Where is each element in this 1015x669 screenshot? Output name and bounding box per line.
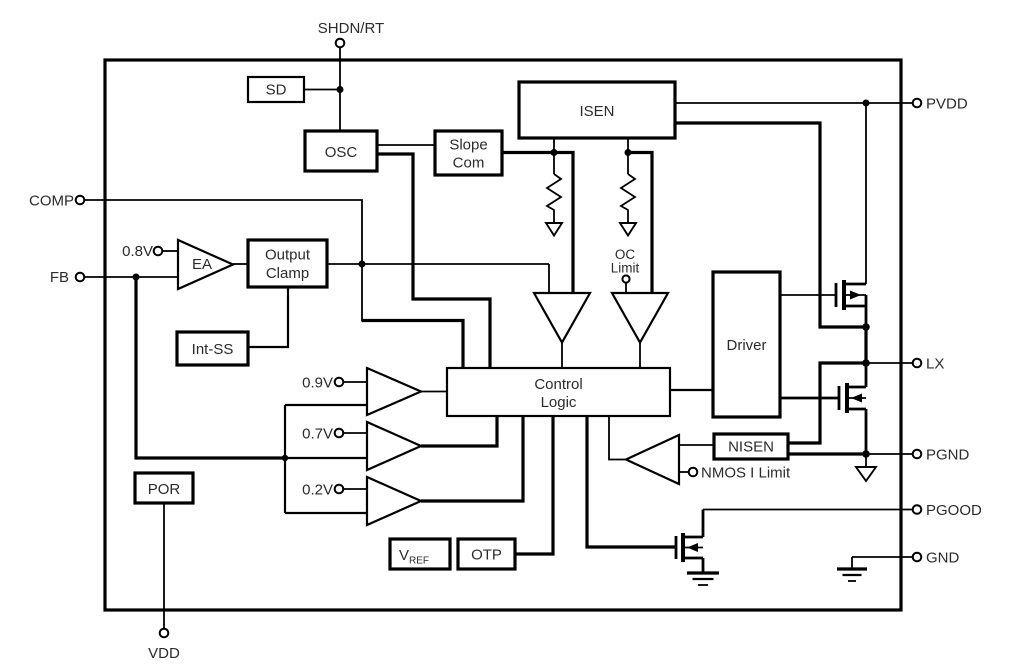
svg-text:0.8V: 0.8V bbox=[122, 243, 153, 260]
oc-limit-tap: OC Limit bbox=[611, 247, 640, 284]
pin-lx: LX bbox=[911, 356, 944, 373]
pgood-ground-icon bbox=[687, 571, 719, 586]
svg-text:OTP: OTP bbox=[471, 547, 502, 564]
svg-text:Clamp: Clamp bbox=[266, 265, 309, 282]
svg-text:Control: Control bbox=[534, 376, 582, 393]
svg-text:SHDN/RT: SHDN/RT bbox=[318, 20, 384, 37]
sense-resistor-right bbox=[618, 173, 638, 238]
svg-text:FB: FB bbox=[50, 269, 69, 286]
sense-resistor-left bbox=[544, 173, 564, 238]
svg-text:Limit: Limit bbox=[611, 261, 640, 276]
ea-label: EA bbox=[192, 256, 212, 273]
svg-text:Logic: Logic bbox=[541, 394, 577, 411]
svg-text:Com: Com bbox=[453, 155, 485, 172]
ref-0v8: 0.8V bbox=[122, 243, 164, 260]
ea-amplifier: EA bbox=[176, 238, 236, 291]
block-sd: SD bbox=[246, 75, 306, 104]
svg-text:COMP: COMP bbox=[29, 193, 74, 210]
ref-0v7: 0.7V bbox=[302, 426, 345, 443]
block-osc: OSC bbox=[303, 129, 379, 173]
svg-text:Output: Output bbox=[265, 247, 311, 264]
svg-text:Slope: Slope bbox=[449, 137, 487, 154]
pin-pgood: PGOOD bbox=[911, 502, 982, 519]
svg-text:Driver: Driver bbox=[727, 337, 767, 354]
ground-arrow-icon bbox=[618, 222, 638, 238]
highside-fet-icon bbox=[780, 280, 868, 327]
svg-text:PGOOD: PGOOD bbox=[926, 502, 982, 519]
pgood-fet-icon bbox=[674, 509, 705, 573]
lowside-fet-icon bbox=[780, 363, 868, 454]
ref-0v9: 0.9V bbox=[302, 375, 345, 392]
pin-vdd: VDD bbox=[148, 627, 180, 662]
svg-text:PGND: PGND bbox=[926, 447, 970, 464]
pin-fb: FB bbox=[50, 269, 86, 286]
block-int-ss: Int-SS bbox=[175, 330, 250, 367]
svg-text:LX: LX bbox=[926, 356, 944, 373]
svg-text:PVDD: PVDD bbox=[926, 96, 968, 113]
pin-gnd: GND bbox=[911, 550, 960, 567]
gnd-ground-icon bbox=[837, 567, 867, 582]
block-driver: Driver bbox=[711, 270, 782, 419]
junction-dots bbox=[132, 86, 870, 462]
comparator-0v9 bbox=[365, 366, 424, 417]
svg-text:0.2V: 0.2V bbox=[302, 482, 333, 499]
oc-comparator bbox=[610, 291, 670, 345]
pin-pgnd: PGND bbox=[911, 447, 970, 464]
block-vref: VREF bbox=[388, 537, 452, 571]
pin-comp: COMP bbox=[29, 193, 86, 210]
svg-text:Int-SS: Int-SS bbox=[192, 341, 234, 358]
svg-text:OC: OC bbox=[615, 247, 636, 262]
svg-text:0.7V: 0.7V bbox=[302, 426, 333, 443]
pin-pvdd: PVDD bbox=[911, 96, 968, 113]
svg-text:OSC: OSC bbox=[325, 144, 358, 161]
svg-text:GND: GND bbox=[926, 550, 960, 567]
svg-text:POR: POR bbox=[148, 481, 181, 498]
block-slope-com: Slope Com bbox=[433, 129, 504, 177]
block-por: POR bbox=[133, 471, 195, 505]
ground-arrow-icon bbox=[544, 222, 564, 238]
block-otp: OTP bbox=[456, 537, 517, 571]
pgnd-ground-arrow-icon bbox=[854, 466, 878, 483]
svg-text:VDD: VDD bbox=[148, 645, 180, 662]
svg-text:ISEN: ISEN bbox=[579, 103, 614, 120]
comparator-0v2 bbox=[365, 475, 424, 527]
svg-text:0.9V: 0.9V bbox=[302, 375, 333, 392]
ref-0v2: 0.2V bbox=[302, 482, 345, 499]
block-output-clamp: Output Clamp bbox=[246, 238, 329, 289]
svg-text:NISEN: NISEN bbox=[728, 439, 774, 456]
svg-text:VREF: VREF bbox=[399, 547, 429, 567]
comparator-0v7 bbox=[365, 420, 424, 472]
nmos-i-limit-tap: NMOS I Limit bbox=[687, 465, 791, 482]
svg-text:SD: SD bbox=[266, 82, 287, 99]
block-isen: ISEN bbox=[517, 80, 677, 140]
nmos-limit-comparator bbox=[623, 433, 681, 486]
pin-shdn-rt: SHDN/RT bbox=[318, 20, 384, 49]
chip-outline bbox=[103, 58, 903, 612]
block-control-logic: Control Logic bbox=[445, 366, 672, 418]
pwm-comparator bbox=[532, 291, 592, 345]
block-nisen: NISEN bbox=[712, 432, 790, 461]
svg-text:NMOS I Limit: NMOS I Limit bbox=[701, 465, 791, 482]
